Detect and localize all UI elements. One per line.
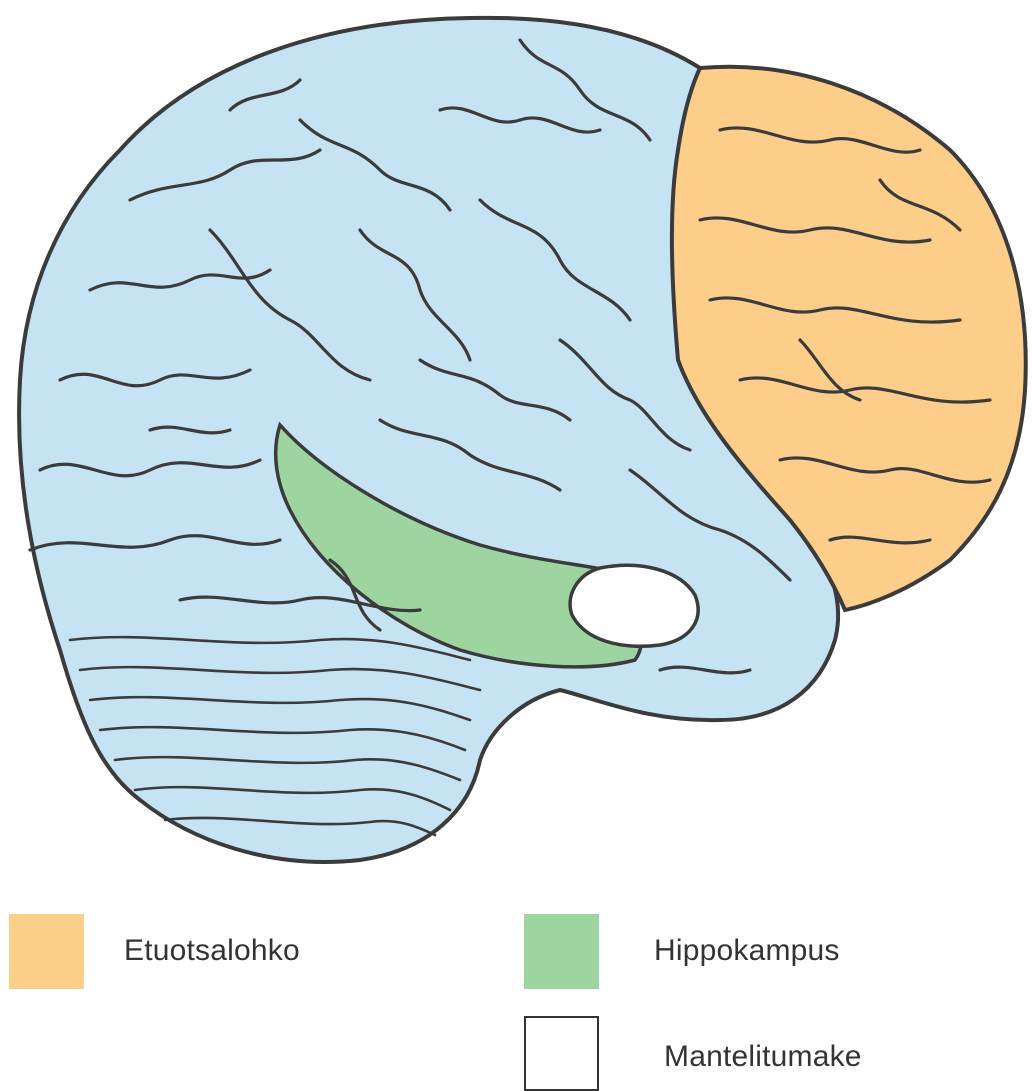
legend-label-hippocampus: Hippokampus: [654, 934, 840, 968]
legend-swatch-frontal: [9, 914, 84, 989]
brain-diagram: [0, 0, 1032, 880]
legend-swatch-hippocampus: [524, 914, 599, 989]
legend-label-frontal: Etuotsalohko: [124, 934, 300, 968]
legend-swatch-amygdala: [524, 1016, 599, 1091]
legend-label-amygdala: Mantelitumake: [664, 1040, 862, 1074]
amygdala-region: [570, 565, 698, 646]
